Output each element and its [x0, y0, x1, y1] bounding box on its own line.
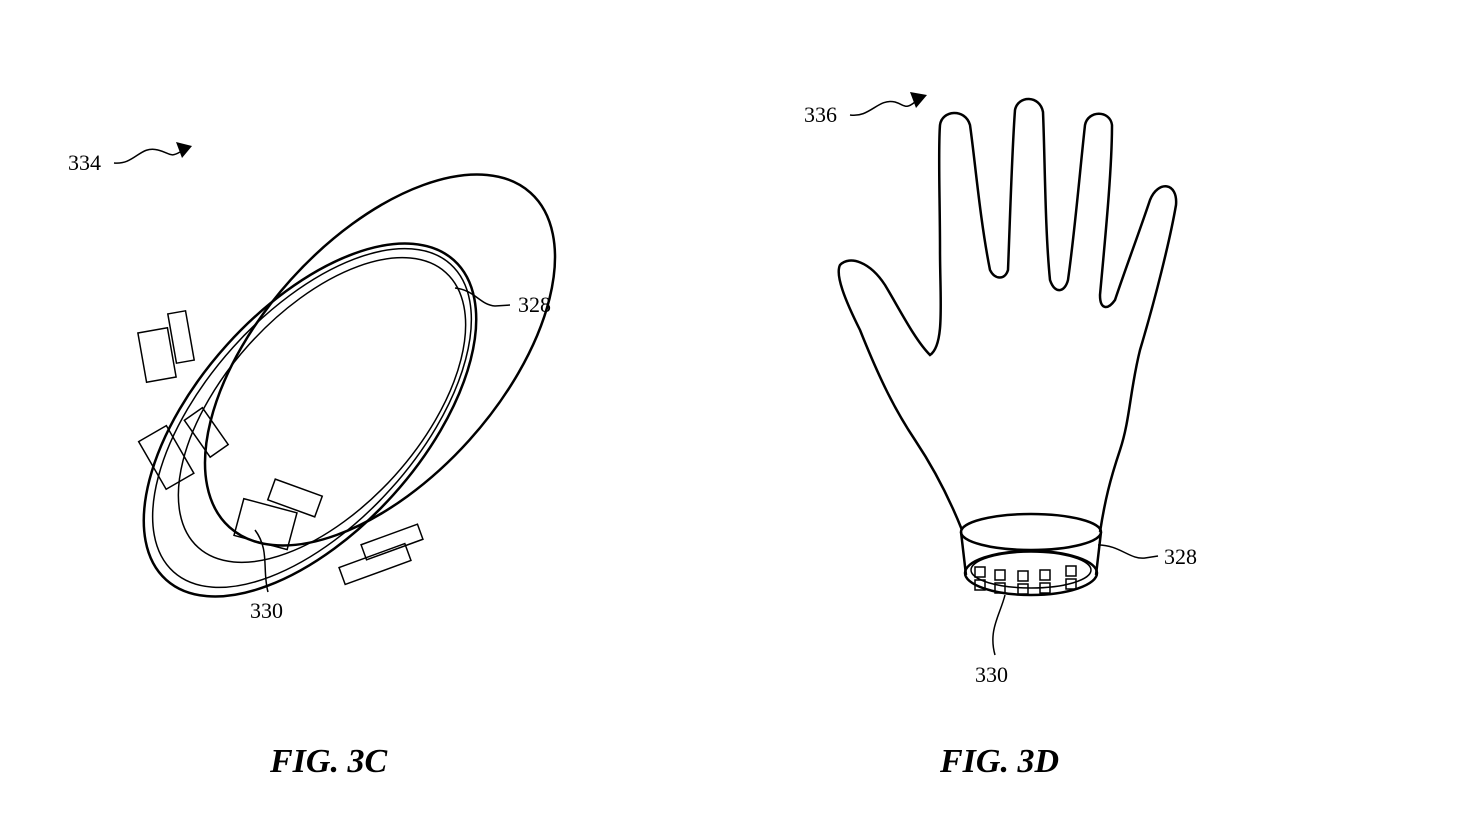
ref-336-label: 336 — [804, 102, 837, 127]
arrowhead-icon — [176, 142, 192, 158]
arrowhead-icon — [910, 92, 927, 108]
hand-outline — [837, 97, 1178, 533]
ref-328-leader — [454, 287, 511, 307]
ref-336-arrow — [849, 100, 916, 116]
sensor-pads-330 — [137, 309, 424, 586]
wristband-328 — [959, 512, 1103, 597]
figure-caption: FIG. 3C — [269, 743, 387, 780]
figure-caption: FIG. 3D — [939, 743, 1059, 780]
ref-334-label: 334 — [68, 150, 101, 175]
ref-328-label: 328 — [518, 292, 551, 317]
ref-330-leader — [992, 594, 1006, 656]
figure-3d: 336 328 330 FIG. 3D — [804, 92, 1197, 780]
ring-band-328 — [137, 173, 557, 598]
ref-330-label: 330 — [975, 662, 1008, 687]
ref-330-label: 330 — [250, 598, 283, 623]
figure-3c: 334 328 330 FIG. 3C — [68, 142, 557, 780]
sensor-pads-330 — [974, 565, 1077, 595]
ref-328-label: 328 — [1164, 544, 1197, 569]
ref-330-leader — [254, 529, 269, 593]
ref-334-arrow — [113, 148, 181, 164]
ref-328-leader — [1097, 544, 1159, 559]
